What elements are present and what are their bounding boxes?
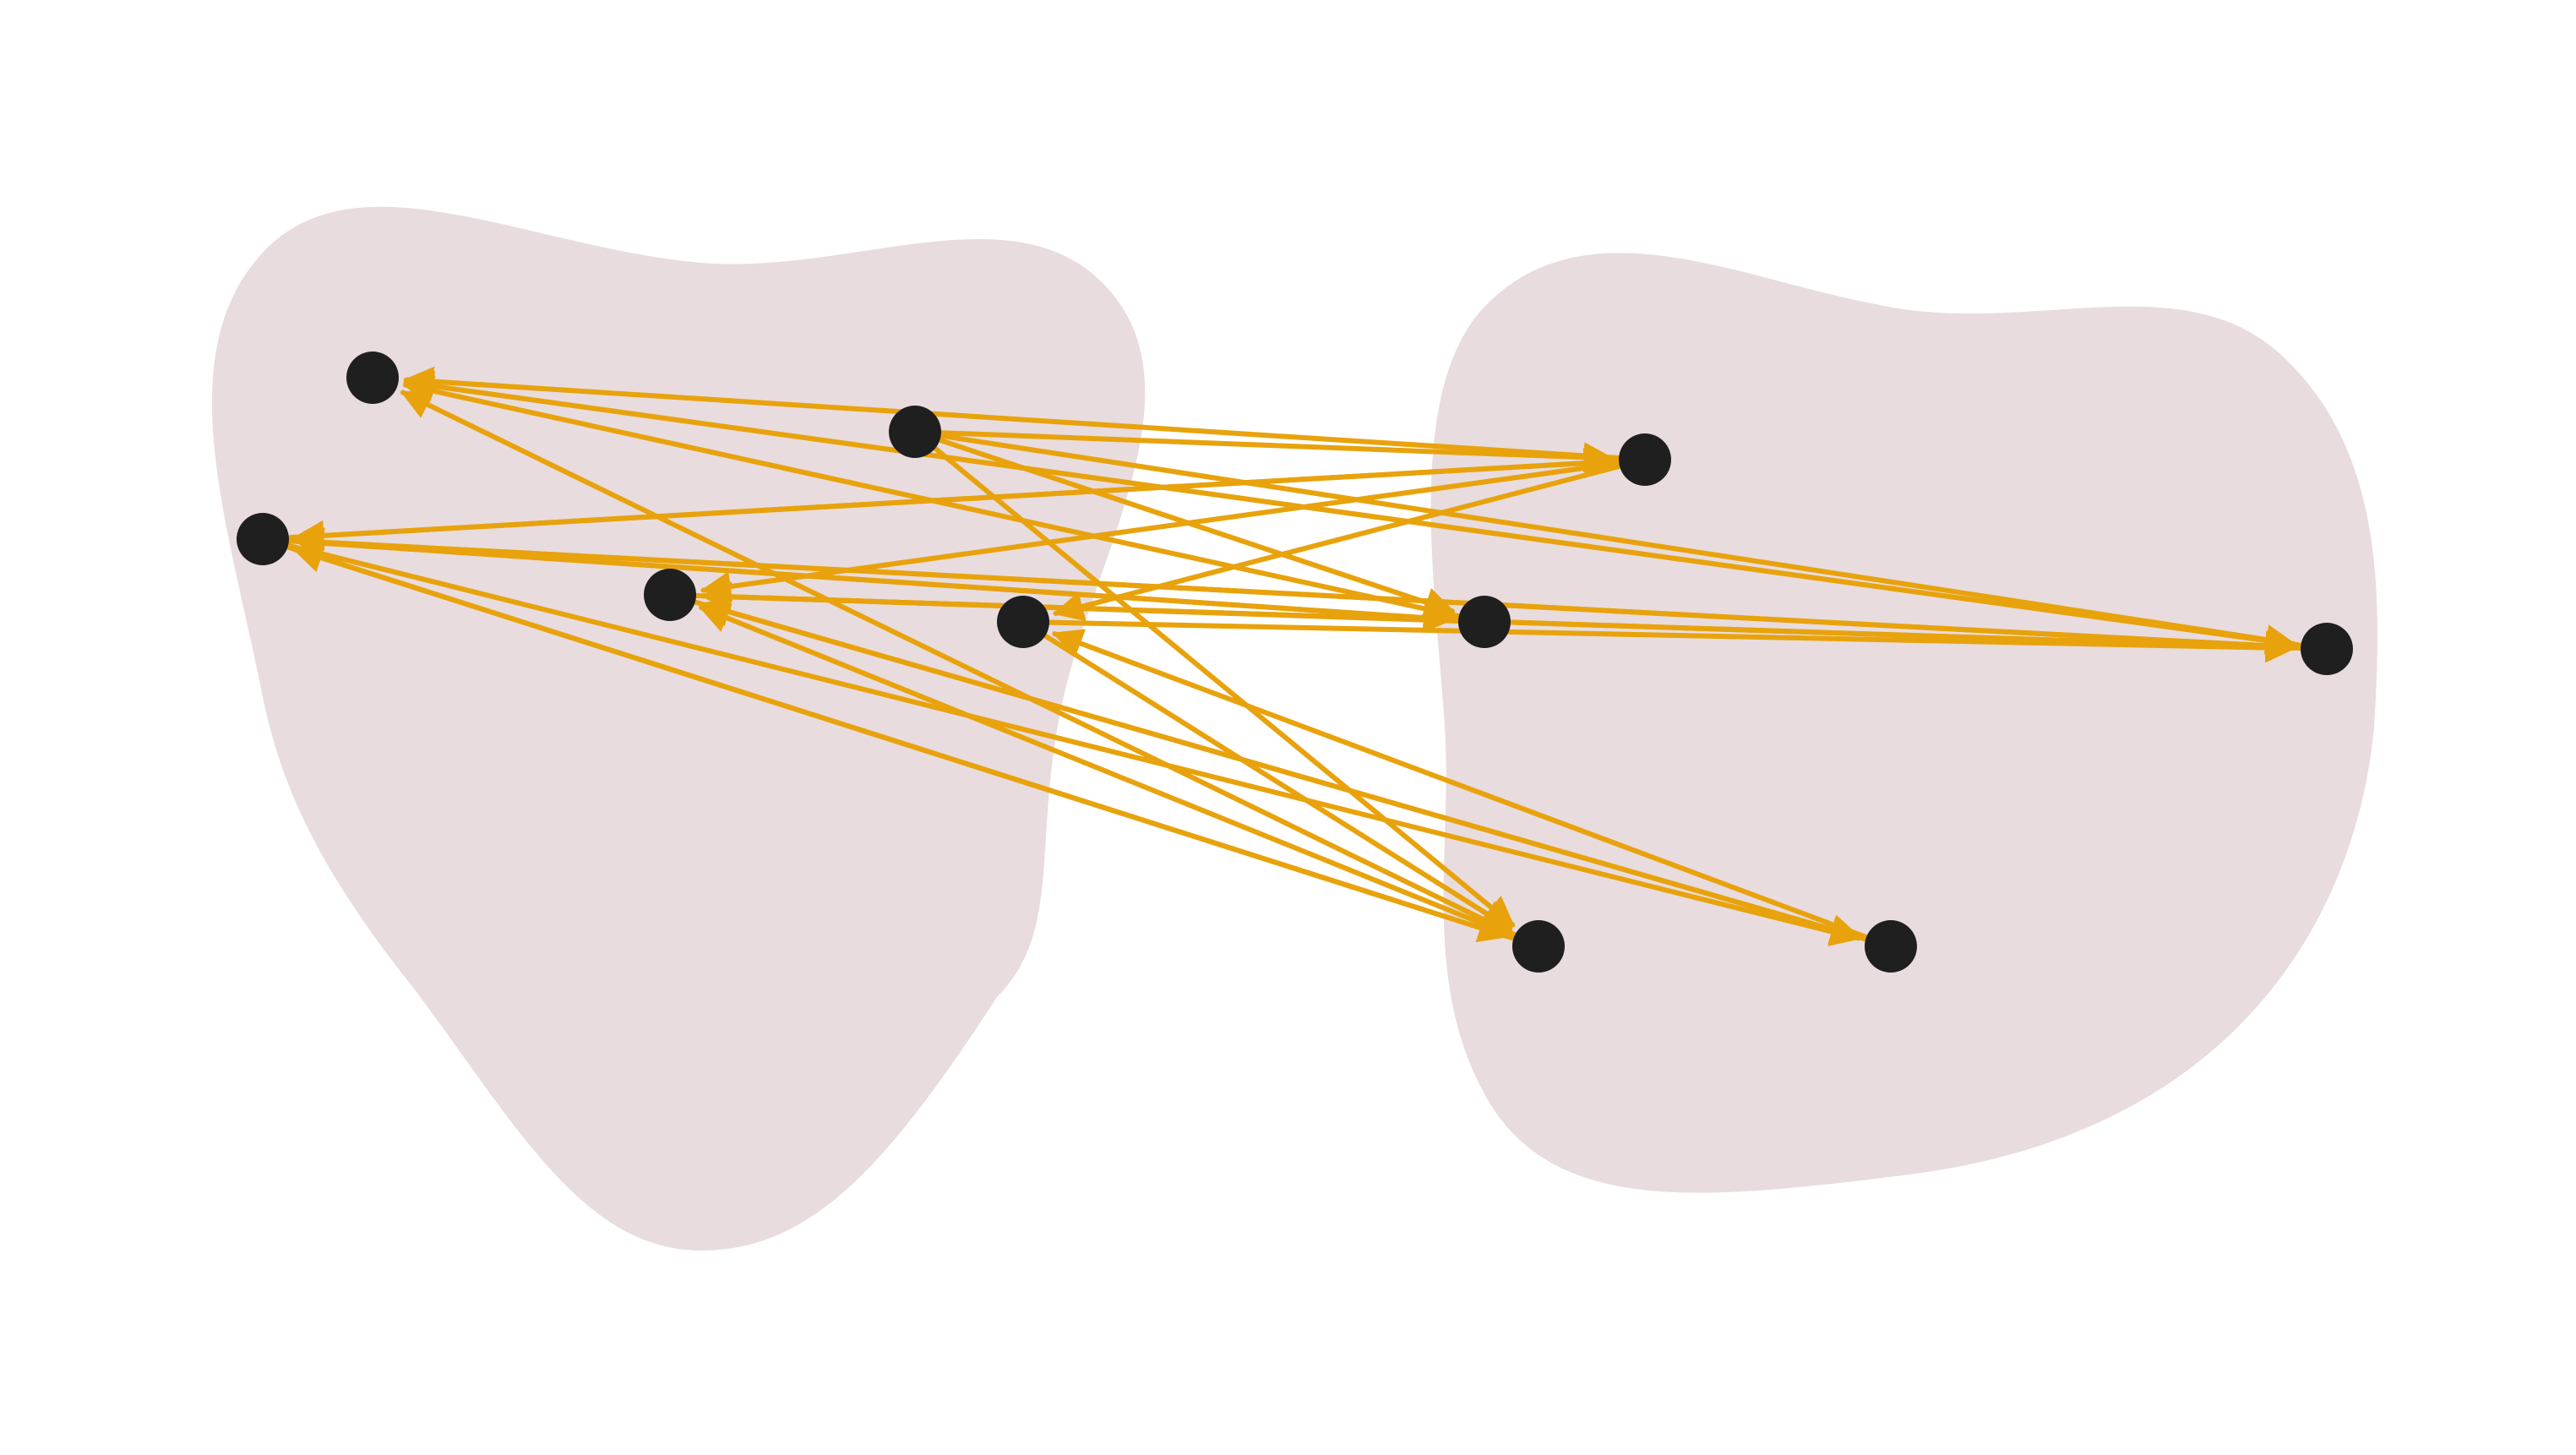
left-set-region — [211, 206, 1146, 1251]
edge-L4-to-R3 — [929, 432, 2297, 655]
edge-L2-to-R2 — [276, 537, 1454, 634]
node-L4 — [889, 406, 941, 458]
edge-L2-to-R1 — [276, 448, 1615, 541]
node-R3 — [2301, 623, 2353, 675]
edge-L4-to-R4 — [925, 439, 1516, 928]
node-R2 — [1458, 596, 1511, 648]
node-L2 — [237, 513, 289, 565]
right-set-region — [1430, 253, 2377, 1193]
edge-R5-to-L5 — [1052, 629, 1878, 943]
edge-R1-to-L1 — [403, 366, 1631, 461]
node-layer — [237, 351, 2353, 973]
edge-L2-to-R4 — [276, 542, 1510, 943]
edge-R4-to-L3 — [698, 603, 1526, 943]
edge-L5-to-R3 — [1037, 619, 2296, 663]
edge-L5-to-R4 — [1034, 628, 1513, 931]
node-L3 — [644, 569, 696, 621]
node-R5 — [1865, 920, 1917, 973]
node-R4 — [1512, 920, 1565, 973]
edge-R3-to-L1 — [403, 371, 2313, 650]
edge-L4-to-R1 — [929, 429, 1615, 473]
edge-R1-to-L5 — [1053, 461, 1631, 622]
edge-L4-to-R2 — [928, 434, 1456, 618]
edge-R1-to-L3 — [700, 459, 1631, 602]
edge-L2-to-R5 — [276, 540, 1861, 946]
edge-R4-to-L1 — [400, 390, 1527, 942]
edge-L2-to-R3 — [276, 537, 2296, 662]
node-R1 — [1619, 433, 1671, 486]
edge-L3-to-R5 — [683, 597, 1862, 945]
edge-layer — [276, 366, 2313, 946]
node-L1 — [346, 351, 399, 404]
node-L5 — [997, 596, 1049, 648]
